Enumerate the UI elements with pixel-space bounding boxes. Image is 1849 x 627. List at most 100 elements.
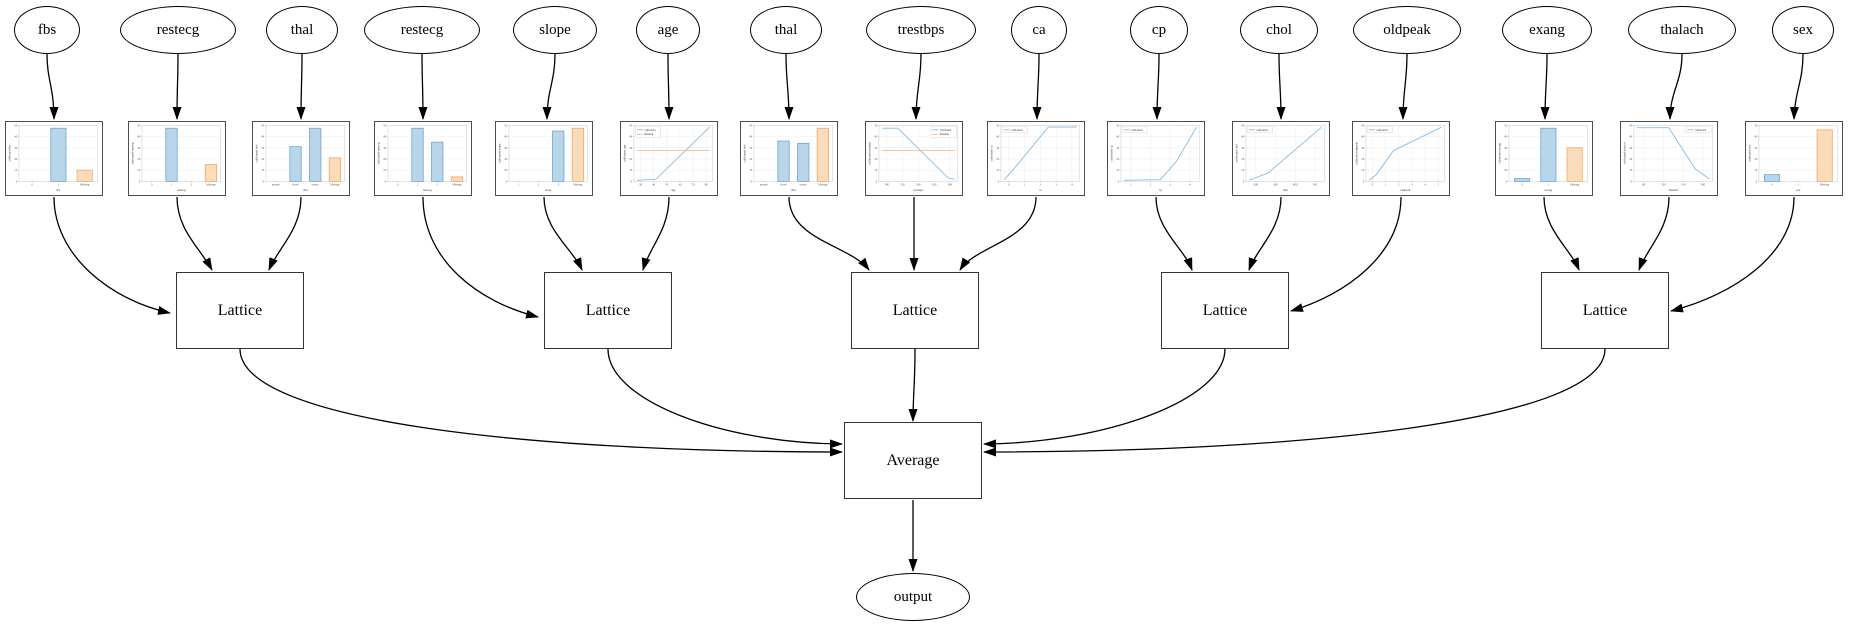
feature-node-oldpeak: oldpeak [1353,6,1461,54]
lattice-label: Lattice [217,301,263,319]
edge-arrow [1665,53,1683,120]
svg-text:calibrated: calibrated [1376,128,1388,132]
svg-text:180: 180 [948,182,953,186]
svg-text:50: 50 [665,182,668,186]
edge-arrow [46,53,59,120]
svg-text:0: 0 [998,179,1000,183]
edge-arrow [788,196,870,271]
feature-node-slope: slope [513,6,597,54]
svg-text:Missing: Missing [573,182,583,186]
edge-arrow [664,53,674,120]
svg-text:30: 30 [1504,146,1507,150]
svg-text:160: 160 [1681,182,1686,186]
svg-text:10: 10 [874,168,877,172]
lattice-node-4: Lattice [1161,272,1289,349]
svg-text:50: 50 [1504,123,1507,127]
svg-text:0: 0 [1243,179,1245,183]
svg-text:calibrated cp: calibrated cp [1110,145,1114,161]
svg-text:revers: revers [800,182,808,186]
svg-text:40: 40 [504,135,507,139]
svg-text:50: 50 [1116,123,1119,127]
svg-text:0: 0 [631,179,633,183]
svg-text:20: 20 [1241,157,1244,161]
average-node: Average [844,422,982,499]
lattice-node-5: Lattice [1541,272,1669,349]
svg-text:0: 0 [1363,179,1365,183]
edge-arrow [172,53,182,120]
svg-text:120: 120 [900,182,905,186]
svg-text:20: 20 [137,157,140,161]
svg-text:0: 0 [1506,179,1508,183]
svg-text:0: 0 [1631,179,1633,183]
lattice-node-1: Lattice [176,272,304,349]
svg-text:40: 40 [383,135,386,139]
feature-node-ca: ca [1011,6,1067,54]
edge-arrow [641,196,670,271]
feature-node-thalach: thalach [1628,6,1736,54]
svg-text:50: 50 [1629,123,1632,127]
feature-label: fbs [37,21,57,38]
svg-text:missing: missing [940,132,950,136]
svg-text:0: 0 [1756,179,1758,183]
svg-text:10: 10 [261,168,264,172]
feature-node-restecg: restecg [120,6,236,54]
edge-arrow [607,348,843,449]
feature-label: cp [1151,21,1167,38]
svg-text:50: 50 [261,123,264,127]
svg-text:20: 20 [1629,157,1632,161]
svg-text:calibrated chol: calibrated chol [1235,144,1239,163]
svg-text:50: 50 [14,123,17,127]
svg-text:40: 40 [1241,135,1244,139]
svg-text:calibrated: calibrated [1695,128,1707,132]
svg-text:20: 20 [1504,157,1507,161]
edge-arrow [1290,196,1402,312]
svg-text:2: 2 [191,182,193,186]
svg-text:sex: sex [1796,188,1801,192]
svg-text:30: 30 [1754,146,1757,150]
svg-text:revers: revers [312,182,320,186]
svg-text:0: 0 [16,179,18,183]
lattice-label: Lattice [892,301,938,319]
svg-text:40: 40 [996,135,999,139]
feature-label: thal [774,21,798,38]
svg-text:1: 1 [1548,182,1550,186]
feature-label: exang [1529,21,1565,38]
svg-text:0: 0 [1771,182,1773,186]
svg-text:4: 4 [1071,182,1073,186]
svg-text:3: 3 [1170,182,1172,186]
svg-text:10: 10 [137,168,140,172]
lattice-label: Lattice [1582,301,1628,319]
svg-text:calibrated restecg: calibrated restecg [131,142,135,164]
lattice-label: Lattice [1202,301,1248,319]
svg-text:calibrated trestbps: calibrated trestbps [868,141,872,164]
svg-text:30: 30 [1241,146,1244,150]
feature-node-sex: sex [1772,6,1834,54]
svg-text:20: 20 [996,157,999,161]
edge-arrow [983,348,1606,457]
svg-text:40: 40 [629,135,632,139]
feature-node-age: age [636,6,700,54]
feature-node-cp: cp [1130,6,1188,54]
feature-label: ca [1032,21,1046,38]
svg-text:cp: cp [1159,188,1162,192]
svg-text:40: 40 [1504,135,1507,139]
edge-arrow [1276,53,1286,120]
svg-text:20: 20 [14,157,17,161]
svg-text:100: 100 [885,182,890,186]
svg-text:80: 80 [1642,182,1645,186]
svg-text:1: 1 [1385,182,1387,186]
svg-text:1: 1 [58,182,60,186]
feature-node-fbs: fbs [14,6,80,54]
edge-arrow [908,348,918,422]
svg-text:40: 40 [1116,135,1119,139]
svg-text:calibrated: calibrated [644,128,656,132]
svg-text:40: 40 [1629,135,1632,139]
